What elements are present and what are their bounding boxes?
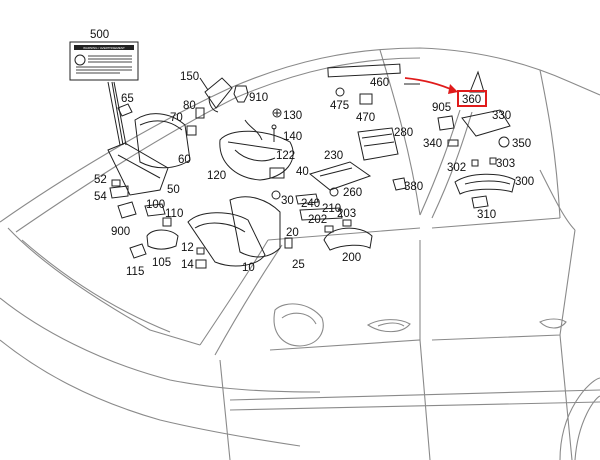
part-label-330: 330: [492, 110, 511, 122]
part-label-50: 50: [167, 184, 180, 196]
part-label-105: 105: [152, 257, 171, 269]
part-label-900: 900: [111, 226, 130, 238]
part-label-110: 110: [165, 208, 183, 220]
part-label-80: 80: [183, 100, 196, 112]
part-label-12: 12: [181, 242, 194, 254]
part-label-65: 65: [121, 93, 134, 105]
part-label-10: 10: [242, 262, 255, 274]
part-label-52: 52: [94, 174, 107, 186]
part-number-labels: 500 65 150 80 70 910 130 140 122 60 120 …: [90, 29, 534, 278]
part-label-122: 122: [276, 150, 295, 162]
leader-lines: [107, 77, 420, 146]
part-label-310: 310: [477, 209, 496, 221]
part-label-115: 115: [126, 266, 144, 278]
part-label-230: 230: [324, 150, 343, 162]
part-label-200: 200: [342, 252, 361, 264]
part-label-210: 210: [322, 203, 341, 215]
part-label-150: 150: [180, 71, 199, 83]
part-label-140: 140: [283, 131, 302, 143]
part-label-905: 905: [432, 102, 451, 114]
part-label-240: 240: [301, 198, 320, 210]
part-label-303: 303: [496, 158, 515, 170]
warning-label-text: WARNING / AVERTISSEMENT: [83, 46, 125, 50]
part-drawings: [107, 63, 516, 269]
part-label-60: 60: [178, 154, 191, 166]
part-label-14: 14: [181, 259, 194, 271]
part-label-30: 30: [281, 195, 294, 207]
part-label-475: 475: [330, 100, 349, 112]
part-label-40: 40: [296, 166, 309, 178]
part-label-120: 120: [207, 170, 226, 182]
car-body-outline: [0, 47, 600, 460]
part-label-130: 130: [283, 110, 302, 122]
part-label-70: 70: [170, 112, 183, 124]
part-label-340: 340: [423, 138, 442, 150]
part-label-350: 350: [512, 138, 531, 150]
part-label-20: 20: [286, 227, 299, 239]
part-label-280: 280: [394, 127, 413, 139]
part-label-380: 380: [404, 181, 423, 193]
part-label-300: 300: [515, 176, 534, 188]
part-label-100: 100: [146, 199, 165, 211]
part-label-25: 25: [292, 259, 305, 271]
part-label-910: 910: [249, 92, 268, 104]
part-label-202: 202: [308, 214, 327, 226]
part-label-54: 54: [94, 191, 107, 203]
part-label-460: 460: [370, 77, 389, 89]
part-label-302: 302: [447, 162, 466, 174]
part-label-360-highlighted: 360: [462, 94, 481, 106]
highlight-arrow: [404, 77, 458, 94]
part-label-500: 500: [90, 29, 109, 41]
highlight-box-360: [457, 90, 487, 107]
part-label-203: 203: [337, 208, 356, 220]
part-label-260: 260: [343, 187, 362, 199]
warning-label-part: WARNING / AVERTISSEMENT: [69, 41, 139, 81]
part-label-470: 470: [356, 112, 375, 124]
